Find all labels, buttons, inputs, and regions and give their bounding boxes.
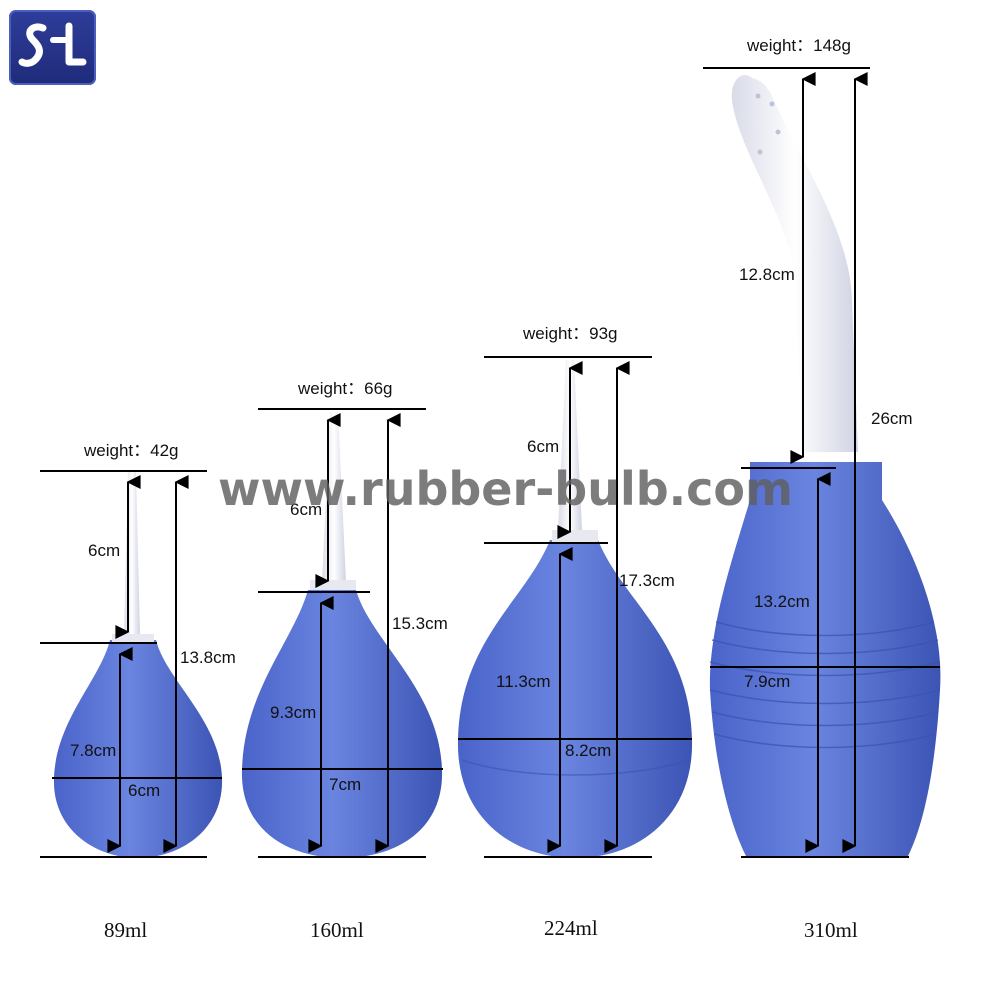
bulb-89ml-weight: weight：42g bbox=[84, 441, 179, 460]
bulb-body-3 bbox=[457, 540, 693, 858]
bulb-224ml-width: 8.2cm bbox=[565, 741, 612, 760]
bulb-160ml-width: 7cm bbox=[329, 775, 362, 794]
bulb-89ml-width: 6cm bbox=[128, 781, 161, 800]
bulb-224ml-nozzle-length: 6cm bbox=[527, 437, 560, 456]
bulb-310ml-bulb-height: 13.2cm bbox=[754, 592, 810, 611]
brand-logo bbox=[9, 10, 96, 85]
collar-2 bbox=[310, 580, 356, 590]
collar-3 bbox=[552, 530, 598, 542]
bulb-160ml-total-height: 15.3cm bbox=[392, 614, 448, 633]
bulb-310ml-weight: weight：148g bbox=[747, 36, 851, 55]
bulb-310ml-volume: 310ml bbox=[804, 918, 858, 942]
bulb-body-4 bbox=[709, 462, 941, 856]
bulb-160ml-weight: weight：66g bbox=[298, 379, 393, 398]
bulb-224ml-bulb-height: 11.3cm bbox=[496, 672, 551, 691]
logo-mark-icon bbox=[18, 22, 87, 67]
nozzle-4 bbox=[731, 74, 858, 453]
bulb-224ml bbox=[457, 360, 693, 858]
nozzle-1 bbox=[124, 470, 140, 636]
bulb-160ml-volume: 160ml bbox=[310, 918, 364, 942]
collar-1 bbox=[112, 634, 154, 642]
bulb-310ml-width: 7.9cm bbox=[744, 672, 791, 691]
bulb-224ml-volume: 224ml bbox=[544, 916, 598, 940]
bulb-160ml-nozzle-length: 6cm bbox=[290, 500, 323, 519]
bulb-310ml-total-height: 26cm bbox=[871, 409, 913, 428]
bulb-89ml-volume: 89ml bbox=[104, 918, 148, 942]
bulb-160ml-bulb-height: 9.3cm bbox=[270, 703, 317, 722]
website-watermark: www.rubber-bulb.com bbox=[218, 462, 793, 516]
measurement-lines bbox=[40, 67, 940, 858]
bulb-310ml-nozzle-length: 12.8cm bbox=[739, 265, 795, 284]
bulb-224ml-total-height: 17.3cm bbox=[619, 571, 675, 590]
bulb-89ml-total-height: 13.8cm bbox=[180, 648, 236, 667]
bulb-89ml-bulb-height: 7.8cm bbox=[70, 741, 117, 760]
bulb-224ml-weight: weight：93g bbox=[523, 324, 618, 343]
bulb-89ml-nozzle-length: 6cm bbox=[88, 541, 121, 560]
